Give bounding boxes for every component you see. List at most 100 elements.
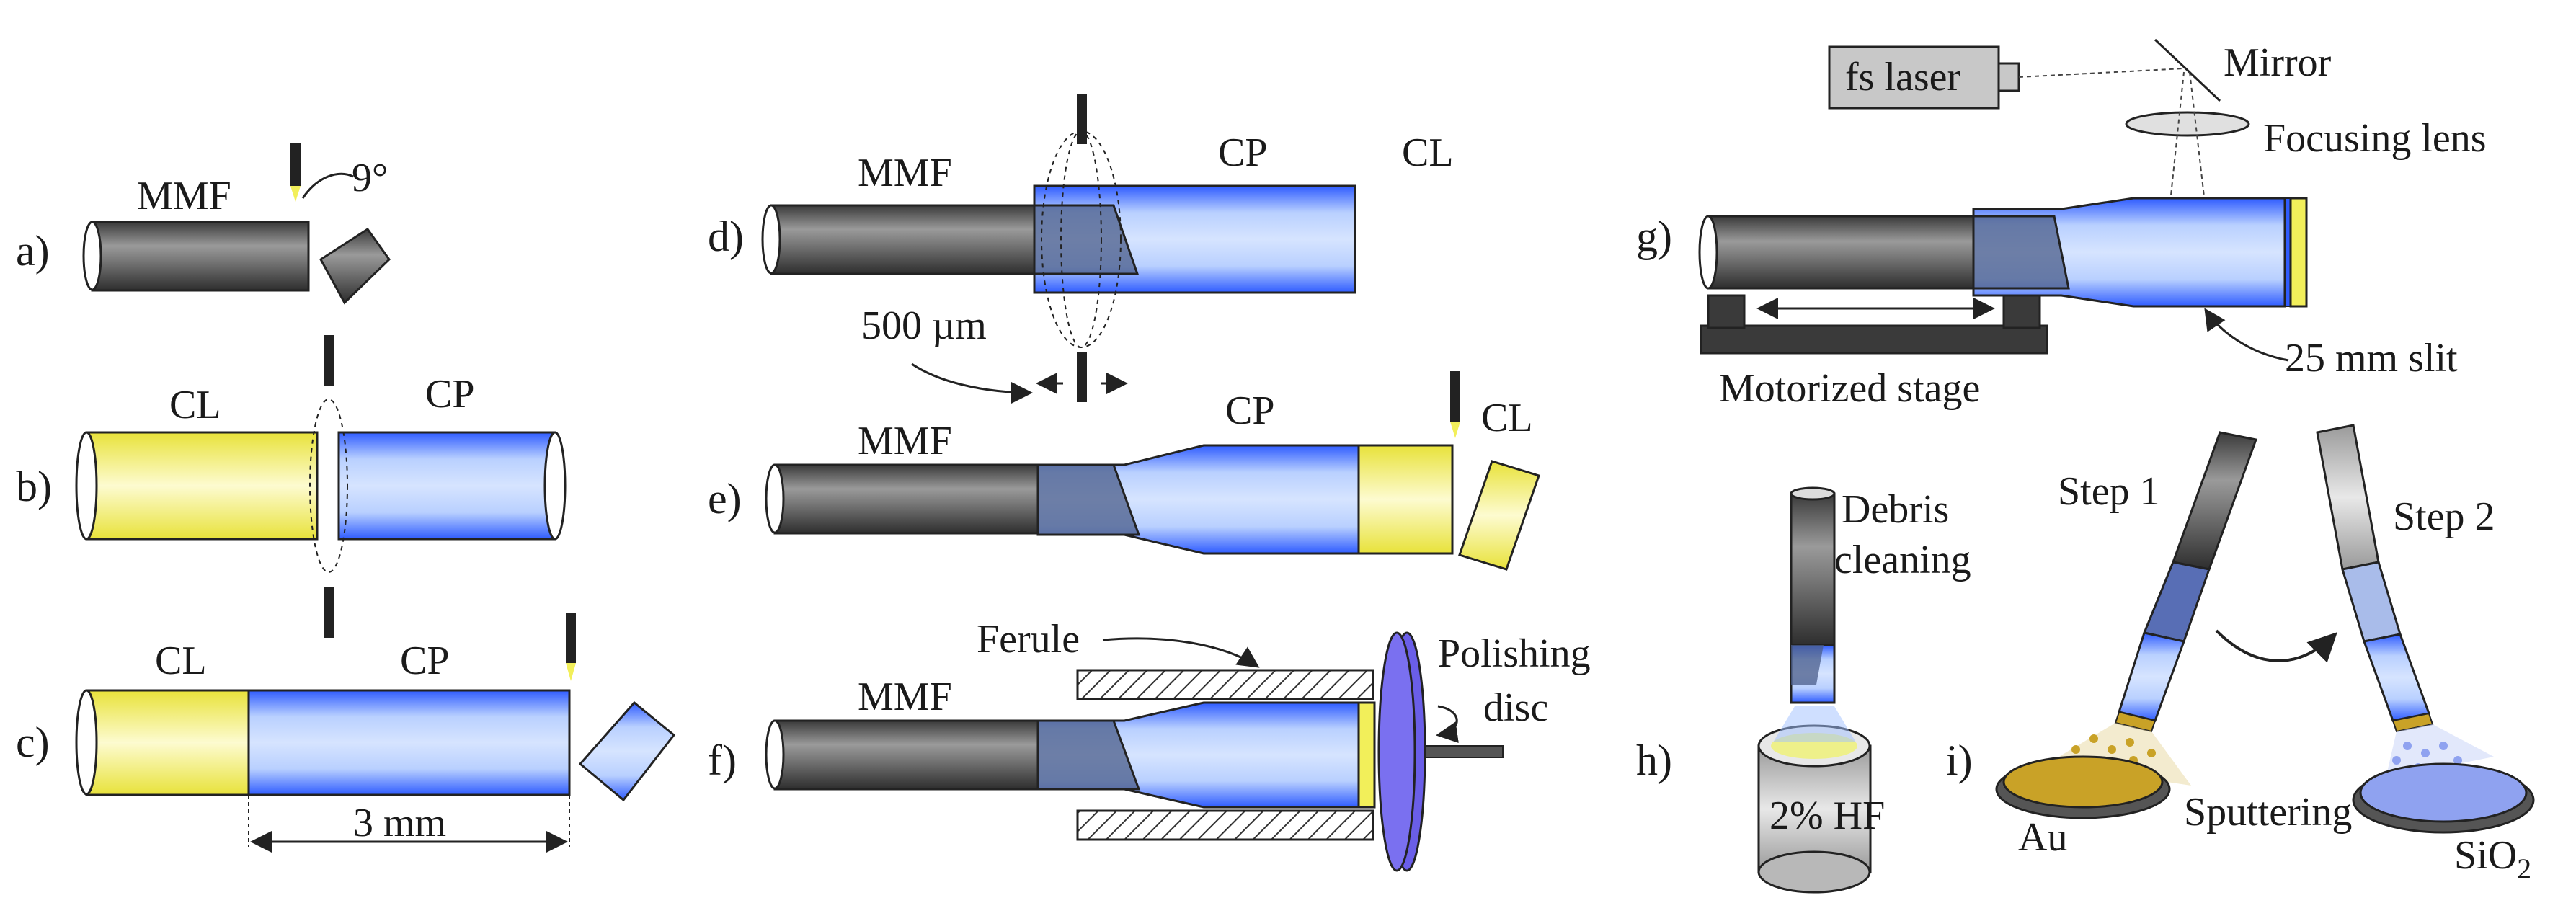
panel-d-label: d) [708, 213, 744, 260]
cp-label-c: CP [400, 639, 450, 683]
fiber-inside-capillary-d [1033, 204, 1140, 275]
panel-b-label: b) [16, 463, 52, 510]
cl-label-b: CL [169, 383, 221, 427]
electrode-top-d [1077, 94, 1087, 144]
cl-polished-f [1357, 701, 1376, 809]
fiber-inside-capillary-g [1972, 215, 2070, 290]
cp-label-e: CP [1225, 388, 1275, 433]
three-mm-label: 3 mm [353, 801, 446, 845]
cl-end-g [2289, 197, 2308, 308]
ferule-bottom [1076, 809, 1374, 841]
cleaved-piece-e [1458, 460, 1540, 571]
cl-segment-c [85, 689, 250, 796]
sputtering-label: Sputtering [2184, 790, 2352, 835]
capillary-fiber-step1 [2142, 561, 2211, 643]
five-hundred-um-pointer [911, 362, 1033, 404]
cp-segment-b [337, 431, 556, 541]
au-plume [2047, 723, 2191, 786]
mmf-label-d: MMF [858, 151, 952, 195]
capillary-fiber-step2 [2341, 561, 2402, 643]
slit-label: 25 mm slit [2285, 336, 2458, 381]
beam-right [2189, 71, 2206, 210]
fiber-step1 [2171, 431, 2258, 571]
fiber-step2 [2316, 424, 2380, 571]
cl-segment-b [85, 431, 319, 541]
electrode-bottom-b [324, 587, 334, 638]
panel-b: b) CL CP [16, 335, 567, 638]
blade-tip-e [1450, 422, 1460, 438]
ferule-label: Ferule [977, 617, 1080, 662]
sio2-label: SiO2 [2454, 833, 2531, 885]
cl-end-c [75, 689, 98, 796]
cleaver-blade-e [1450, 371, 1460, 422]
au-label: Au [2018, 815, 2067, 860]
fiber-end-g [1698, 215, 1718, 290]
cl-label-c: CL [155, 639, 207, 683]
panel-e: e) MMF CP CL [708, 371, 1540, 571]
beam-left [2169, 71, 2185, 210]
panel-i: i) Step 1 Step 2 Au Sputtering [1946, 424, 2535, 885]
panel-a: a) MMF 9° [16, 143, 391, 305]
mirror [2154, 38, 2221, 102]
debris-label: Debris [1842, 487, 1949, 532]
focusing-lens-label: Focusing lens [2263, 116, 2487, 161]
mmf-fiber-a [91, 221, 310, 292]
step2-label: Step 2 [2393, 494, 2495, 539]
disc-shaft [1423, 745, 1504, 758]
mmf-label-a: MMF [137, 174, 231, 218]
fiber-in-capillary-h [1791, 645, 1824, 685]
capillary-step2 [2362, 633, 2431, 722]
motorized-stage-label: Motorized stage [1719, 366, 1980, 411]
cleaved-piece-c [578, 700, 676, 802]
blade-tip-c [566, 663, 576, 681]
fs-laser-nozzle [1997, 62, 2020, 92]
five-hundred-um-label: 500 µm [861, 303, 987, 348]
panel-i-label: i) [1946, 737, 1973, 784]
motorized-stage-base [1700, 324, 2048, 355]
panel-c-label: c) [16, 719, 50, 766]
stage-clamp-left [1707, 294, 1746, 329]
panel-f: f) MMF Ferule Polishing disc [708, 617, 1591, 872]
mmf-fiber-g [1707, 215, 1998, 290]
panel-h-label: h) [1636, 737, 1672, 784]
fiber-inside-capillary-f [1036, 719, 1141, 791]
electrode-top-b [324, 335, 334, 386]
angle-arrow [301, 172, 354, 199]
arc-discharge-b [309, 399, 348, 573]
cl-end-b [75, 431, 98, 541]
au-target [2002, 755, 2164, 809]
cl-segment-e [1357, 444, 1454, 555]
slit-pointer [2204, 308, 2289, 362]
cleaved-piece-a [319, 227, 391, 305]
panel-g-label: g) [1636, 213, 1672, 260]
focusing-lens [2125, 111, 2250, 137]
electrode-bottom-d [1077, 352, 1087, 402]
laser-beam-horizontal [2018, 68, 2185, 78]
blade-tip-a [290, 186, 301, 202]
panel-e-label: e) [708, 475, 742, 522]
cleaning-label: cleaning [1834, 538, 1971, 582]
panel-d: d) MMF CP CL 500 µm [708, 94, 1454, 404]
cp-end-b [543, 431, 567, 541]
fiber-end-e [765, 463, 785, 534]
cl-label-d: CL [1402, 130, 1454, 175]
hf-glow [1773, 706, 1856, 742]
cl-label-e: CL [1481, 396, 1533, 440]
fs-laser-label: fs laser [1845, 55, 1961, 99]
hf-label: 2% HF [1769, 793, 1885, 838]
cleaver-blade-c [566, 613, 576, 663]
fiber-end-f [765, 719, 785, 790]
panel-h: h) 2% HF Debris cleaning [1636, 486, 1971, 894]
panel-c: c) CL CP 3 mm [16, 613, 676, 853]
disc-label: disc [1483, 685, 1548, 730]
mmf-label-e: MMF [858, 419, 952, 463]
mmf-label-f: MMF [858, 675, 952, 719]
cp-segment-c [247, 689, 571, 796]
cp-label-b: CP [425, 372, 475, 417]
cp-label-d: CP [1218, 130, 1268, 175]
stage-clamp-right [2002, 294, 2041, 329]
step1-label: Step 1 [2058, 469, 2160, 514]
mirror-label: Mirror [2224, 40, 2332, 85]
fiber-end-a [82, 221, 102, 291]
